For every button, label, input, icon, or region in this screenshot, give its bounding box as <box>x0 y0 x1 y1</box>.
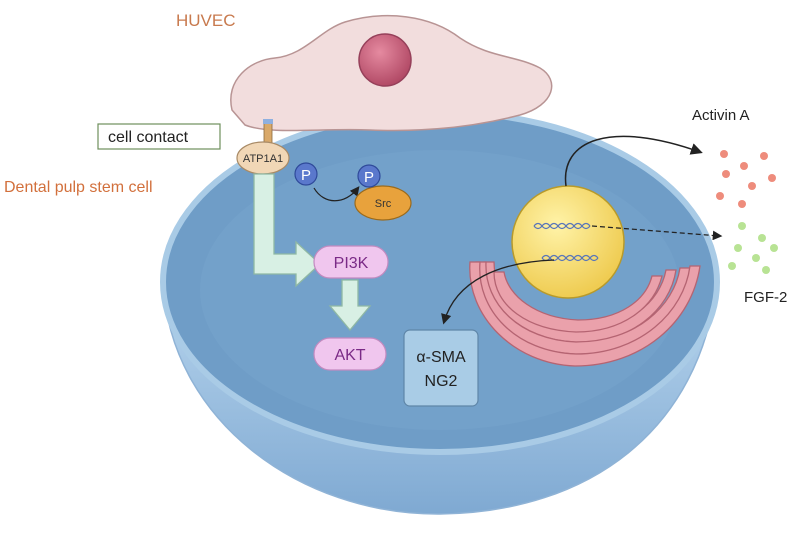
src-node <box>354 185 412 221</box>
pathway-arrow-pi3k-akt <box>328 279 372 332</box>
marker-label-2: NG2 <box>425 373 458 390</box>
marker-box <box>403 329 479 407</box>
activin-arrow <box>564 135 703 187</box>
fgf2-label: FGF-2 <box>744 289 787 306</box>
activin-dots <box>716 150 776 208</box>
endoplasmic-reticulum <box>469 261 701 367</box>
phospho-2-label: P <box>364 169 374 186</box>
pathway-arrow-atp-pi3k <box>253 173 321 288</box>
phospho-1-label: P <box>301 167 311 184</box>
huvec-label: HUVEC <box>176 11 236 30</box>
nucleus-organelle <box>511 185 625 299</box>
pi3k-label: PI3K <box>334 255 369 272</box>
dna-strands <box>533 222 599 262</box>
atp1a1-label: ATP1A1 <box>243 153 283 165</box>
marker-arrow <box>441 259 555 325</box>
phospho-transfer-arrow <box>313 186 360 202</box>
receptor-stalk <box>263 120 273 144</box>
activin-label: Activin A <box>692 107 750 124</box>
fgf2-arrow <box>591 225 723 241</box>
huvec-nucleus <box>358 33 412 87</box>
receptor-top <box>263 119 273 124</box>
dpsc-label: Dental pulp stem cell <box>4 179 153 196</box>
akt-label: AKT <box>334 347 365 364</box>
marker-label-1: α-SMA <box>416 349 466 366</box>
pi3k-box <box>313 245 389 279</box>
cell-contact-box <box>97 123 221 150</box>
phospho-1 <box>294 162 318 186</box>
src-label: Src <box>375 198 392 210</box>
fgf2-dots <box>728 222 778 274</box>
akt-box <box>313 337 387 371</box>
cell-contact-label: cell contact <box>108 129 189 146</box>
phospho-2 <box>357 164 381 188</box>
